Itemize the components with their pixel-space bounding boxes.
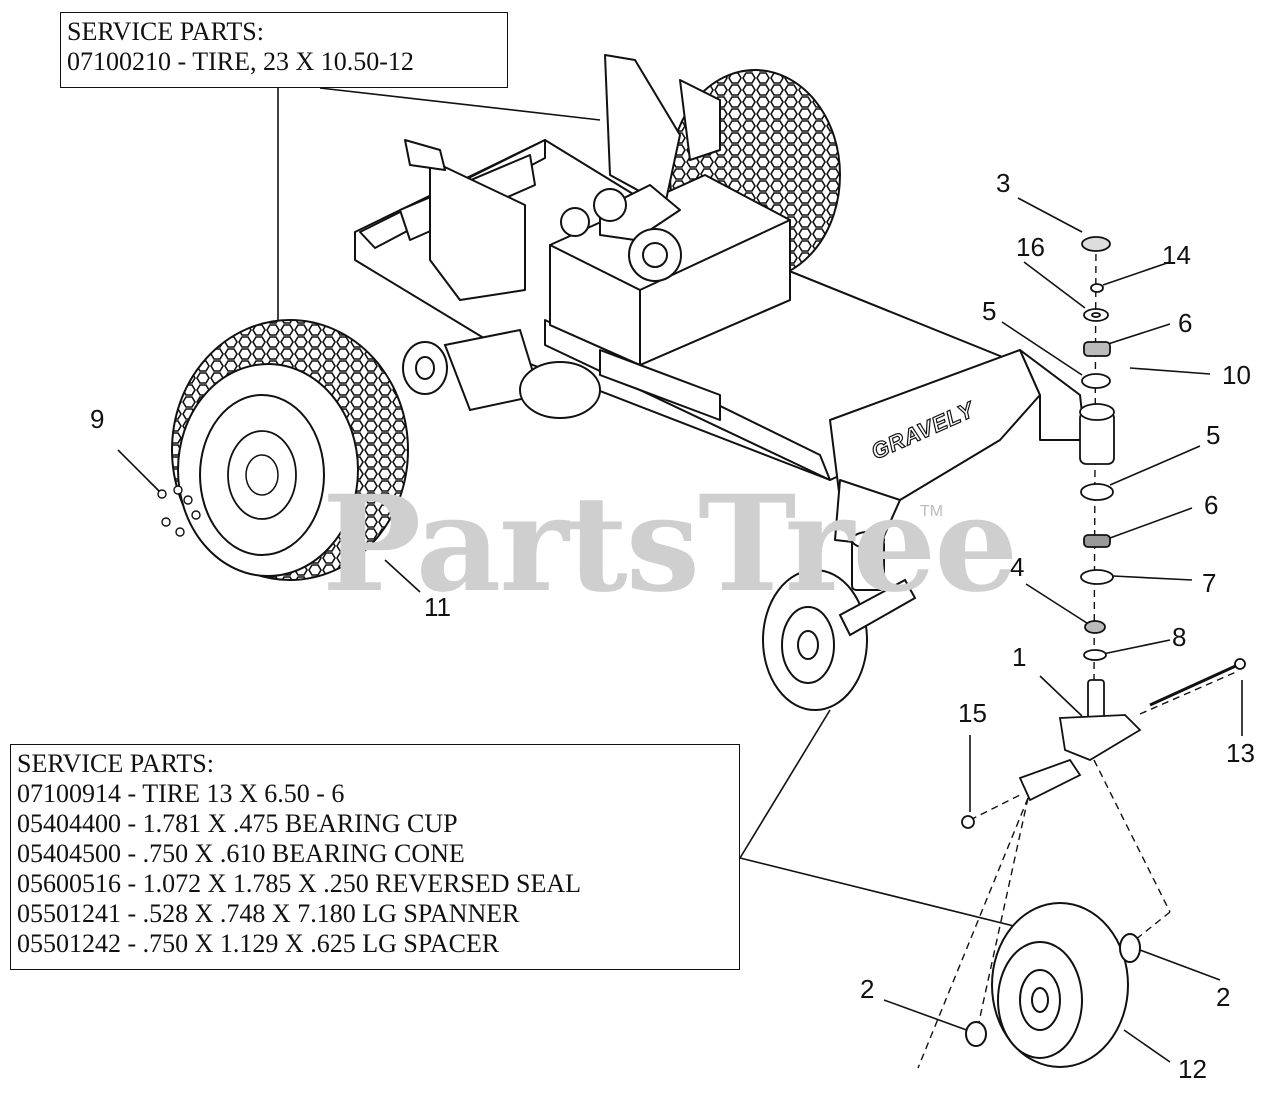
caster-wheel: [965, 902, 1141, 1068]
front-caster-assembled: [762, 531, 917, 711]
callout-7: 7: [1202, 568, 1217, 598]
callout-9: 9: [90, 404, 105, 434]
rear-tire: [171, 319, 409, 581]
callout-14: 14: [1162, 240, 1191, 270]
callout-11: 11: [424, 592, 451, 622]
leader-lines: [117, 87, 1243, 1063]
wheel-motor: [402, 328, 601, 419]
callout-5b: 5: [1206, 420, 1221, 450]
callout-3: 3: [996, 168, 1011, 198]
callout-8: 8: [1172, 622, 1187, 652]
lug-nuts: [157, 485, 201, 537]
service-parts-heading: SERVICE PARTS:: [67, 17, 264, 46]
callout-10: 10: [1222, 360, 1251, 390]
trademark-mark: TM: [920, 503, 944, 520]
callout-4: 4: [1010, 552, 1025, 582]
service-part-line: 07100210 - TIRE, 23 X 10.50-12: [67, 47, 414, 76]
service-part-line: 07100914 - TIRE 13 X 6.50 - 6: [17, 779, 345, 808]
callout-13: 13: [1226, 738, 1255, 768]
service-part-line: 05404500 - .750 X .610 BEARING CONE: [17, 839, 465, 868]
callout-5a: 5: [982, 296, 997, 326]
callout-2a: 2: [860, 974, 875, 1004]
callout-1: 1: [1012, 642, 1027, 672]
mower-frame: [354, 54, 1086, 546]
exploded-caster-parts: [961, 236, 1246, 829]
callout-6b: 6: [1204, 490, 1219, 520]
callout-16: 16: [1016, 232, 1045, 262]
callout-2b: 2: [1216, 982, 1231, 1012]
service-parts-box-bottom: SERVICE PARTS: 07100914 - TIRE 13 X 6.50…: [10, 744, 740, 970]
service-part-line: 05501241 - .528 X .748 X 7.180 LG SPANNE…: [17, 899, 520, 928]
service-parts-box-top: SERVICE PARTS: 07100210 - TIRE, 23 X 10.…: [60, 12, 508, 88]
callout-12: 12: [1178, 1054, 1207, 1084]
service-part-line: 05600516 - 1.072 X 1.785 X .250 REVERSED…: [17, 869, 582, 898]
callout-6a: 6: [1178, 308, 1193, 338]
watermark: PartsTree: [322, 467, 1018, 622]
service-parts-heading: SERVICE PARTS:: [17, 749, 214, 778]
callout-15: 15: [958, 698, 987, 728]
service-part-line: 05404400 - 1.781 X .475 BEARING CUP: [17, 809, 458, 838]
service-part-line: 05501242 - .750 X 1.129 X .625 LG SPACER: [17, 929, 500, 958]
